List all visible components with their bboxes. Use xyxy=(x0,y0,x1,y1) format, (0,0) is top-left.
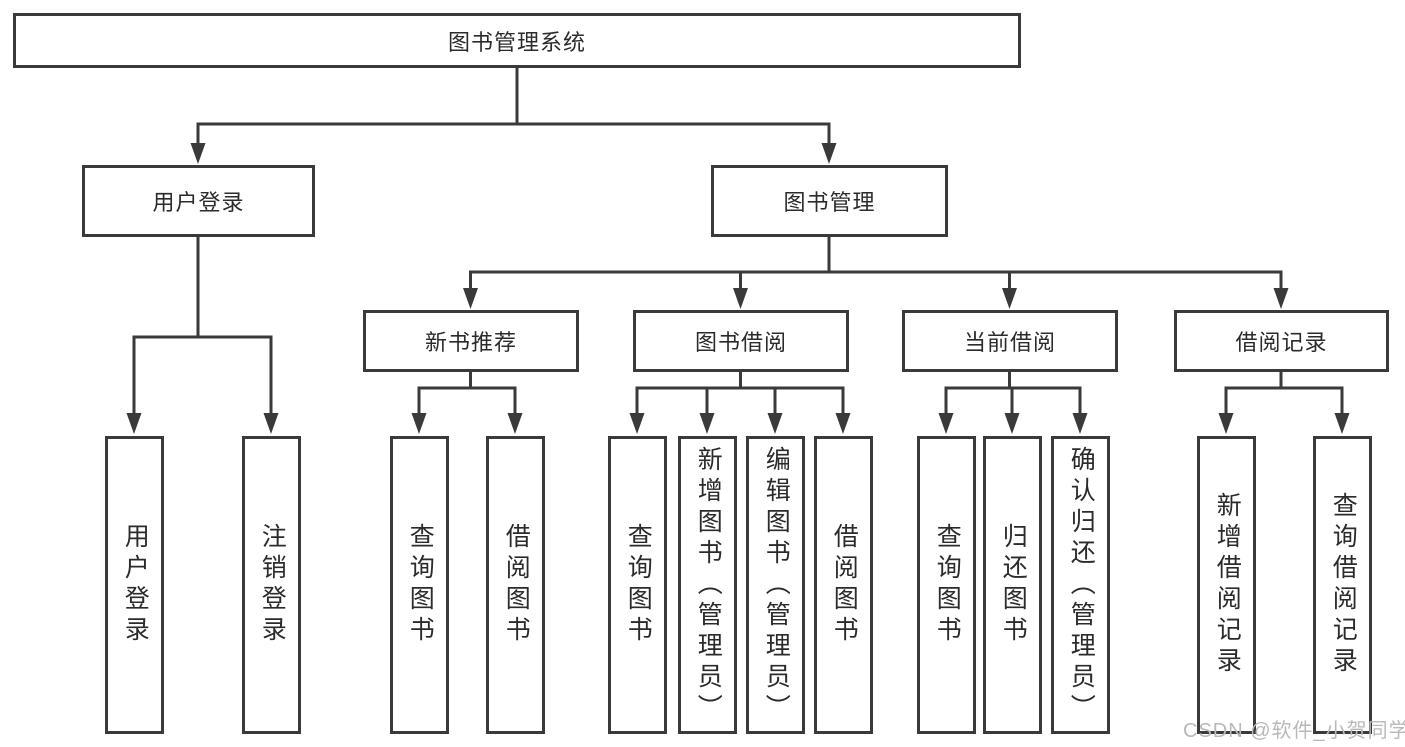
leaf-borrow-query-book-label: 查询图书 xyxy=(624,523,653,647)
leaf-recommend-query-book: 查询图书 xyxy=(390,436,449,734)
node-current-borrow-label: 当前借阅 xyxy=(963,330,1056,355)
node-user-login: 用户登录 xyxy=(82,165,315,237)
leaf-return-book-label: 归还图书 xyxy=(999,523,1028,647)
leaf-logout: 注销登录 xyxy=(242,436,301,734)
leaf-add-book-admin-label: 新增图书（管理员） xyxy=(694,445,723,725)
leaf-user-login: 用户登录 xyxy=(105,436,164,734)
leaf-borrow-book-label: 借阅图书 xyxy=(830,523,859,647)
node-user-login-label: 用户登录 xyxy=(152,190,245,215)
leaf-recommend-borrow-book: 借阅图书 xyxy=(486,436,545,734)
node-borrow-record-label: 借阅记录 xyxy=(1235,330,1328,355)
leaf-current-query-book: 查询图书 xyxy=(917,436,976,734)
leaf-query-borrow-record: 查询借阅记录 xyxy=(1313,436,1372,734)
leaf-recommend-query-book-label: 查询图书 xyxy=(406,523,435,647)
node-book-borrow-label: 图书借阅 xyxy=(694,330,787,355)
leaf-borrow-query-book: 查询图书 xyxy=(608,436,667,734)
leaf-add-borrow-record-label: 新增借阅记录 xyxy=(1213,492,1242,678)
node-current-borrow: 当前借阅 xyxy=(902,310,1118,372)
node-book-management: 图书管理 xyxy=(711,165,948,237)
leaf-edit-book-admin: 编辑图书（管理员） xyxy=(746,436,805,734)
csdn-watermark: CSDN @软件_小贺同学 xyxy=(1183,720,1405,742)
node-book-management-label: 图书管理 xyxy=(783,190,876,215)
leaf-confirm-return-admin: 确认归还（管理员） xyxy=(1051,436,1110,734)
leaf-add-borrow-record: 新增借阅记录 xyxy=(1197,436,1256,734)
arrow-down-icons xyxy=(126,143,1350,434)
tree-edges xyxy=(132,68,1344,414)
leaf-current-query-book-label: 查询图书 xyxy=(933,523,962,647)
node-new-book-recommend: 新书推荐 xyxy=(363,310,579,372)
node-new-book-recommend-label: 新书推荐 xyxy=(424,330,517,355)
leaf-query-borrow-record-label: 查询借阅记录 xyxy=(1329,492,1358,678)
leaf-add-book-admin: 新增图书（管理员） xyxy=(678,436,737,734)
leaf-recommend-borrow-book-label: 借阅图书 xyxy=(502,523,531,647)
leaf-edit-book-admin-label: 编辑图书（管理员） xyxy=(762,445,791,725)
node-root-system-label: 图书管理系统 xyxy=(447,29,586,55)
leaf-borrow-book: 借阅图书 xyxy=(814,436,873,734)
node-book-borrow: 图书借阅 xyxy=(633,310,849,372)
leaf-confirm-return-admin-label: 确认归还（管理员） xyxy=(1067,445,1096,725)
node-root-system: 图书管理系统 xyxy=(13,13,1021,68)
node-borrow-record: 借阅记录 xyxy=(1174,310,1389,372)
leaf-logout-label: 注销登录 xyxy=(258,523,287,647)
leaf-return-book: 归还图书 xyxy=(983,436,1042,734)
leaf-user-login-label: 用户登录 xyxy=(121,523,150,647)
